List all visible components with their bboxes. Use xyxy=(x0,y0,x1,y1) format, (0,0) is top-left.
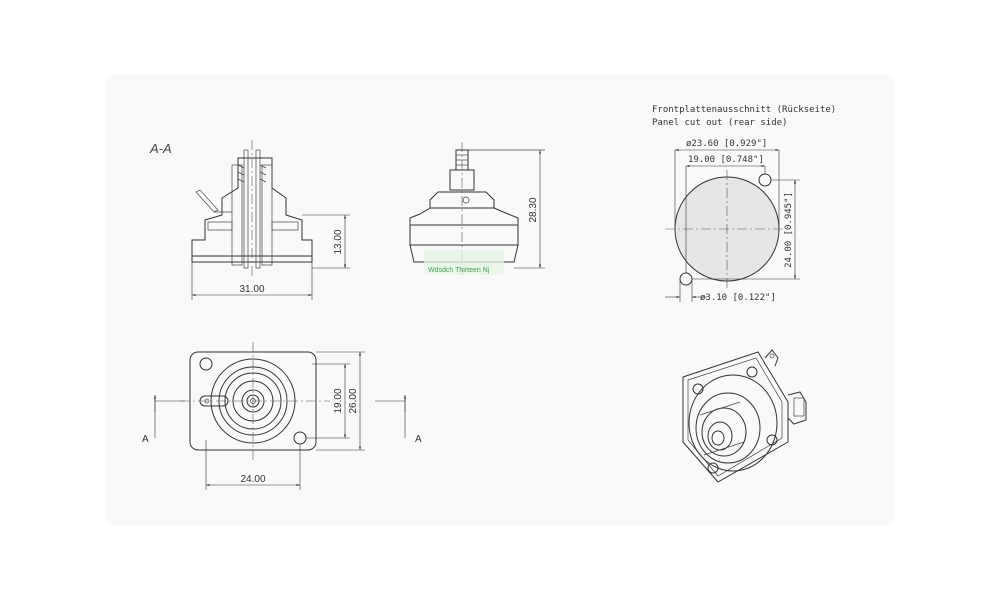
dim-cutout-hole-spacing-v: 24.00 [0.945"] xyxy=(784,192,794,268)
dim-front-width: 24.00 xyxy=(240,474,265,485)
watermark-text: Wdsdch Thirteen Nj xyxy=(428,267,490,274)
dim-front-hole-spacing: 19.00 xyxy=(333,388,344,413)
dim-side-height: 13.00 xyxy=(333,229,344,254)
cutout-title-de: Frontplattenausschnitt (Rückseite) xyxy=(652,105,836,115)
cutout-title-en: Panel cut out (rear side) xyxy=(652,118,787,128)
panel-cutout-view: Frontplattenausschnitt (Rückseite) Panel… xyxy=(652,105,836,303)
dim-total-height: 28.30 xyxy=(528,197,539,222)
dim-cutout-hole-diameter: ø3.10 [0.122"] xyxy=(700,293,776,303)
isometric-view xyxy=(682,349,807,483)
dim-front-height: 26.00 xyxy=(348,388,359,413)
section-view-a-a: A-A 31.00 13.00 xyxy=(149,140,350,300)
dim-cutout-hole-spacing-h: 19.00 [0.748"] xyxy=(688,155,764,165)
dim-cutout-diameter: ø23.60 [0.929"] xyxy=(686,139,767,149)
view-arrow-label-right: A xyxy=(415,434,422,445)
dim-side-width: 31.00 xyxy=(239,284,264,295)
front-view: A A 24.00 19.00 26.00 xyxy=(142,342,422,490)
view-arrow-label-left: A xyxy=(142,434,149,445)
side-view: 28.30 Wdsdch Thirteen Nj xyxy=(409,142,545,275)
section-label: A-A xyxy=(149,141,172,156)
